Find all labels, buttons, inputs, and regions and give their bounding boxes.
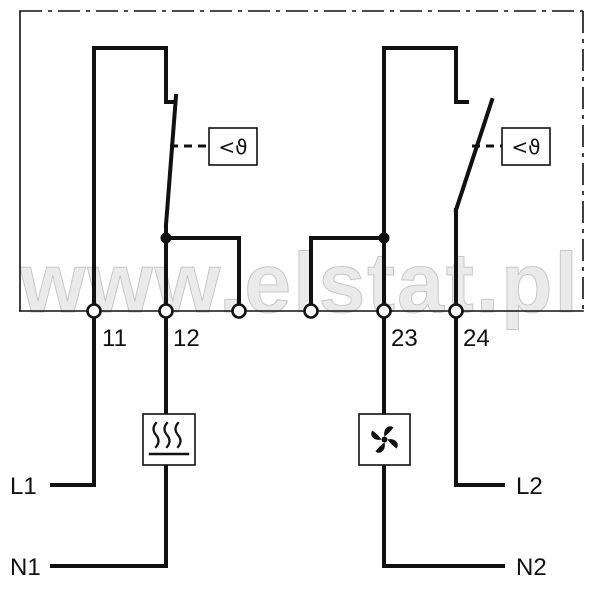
line-label-n1: N1 — [10, 554, 41, 581]
right-supply-wire — [382, 46, 469, 313]
heater-icon — [148, 421, 190, 456]
terminal-unlabeled-left — [231, 303, 247, 319]
left-junction-dot — [160, 232, 172, 244]
fan-neutral-wire — [382, 463, 505, 568]
left-thermo-sensor-symbol: <ϑ — [218, 135, 247, 159]
middle-bridge-wire — [309, 236, 386, 313]
terminal-23 — [376, 303, 392, 319]
terminal-row — [86, 303, 464, 319]
terminal-label-11: 11 — [102, 325, 127, 352]
terminal-24 — [448, 303, 464, 319]
line-label-l1: L1 — [10, 473, 37, 500]
terminal-12 — [158, 303, 174, 319]
line-label-l2: L2 — [516, 473, 543, 500]
left-bridge-wire — [164, 236, 241, 313]
fan-icon — [371, 426, 398, 453]
right-contact-blade — [453, 97, 495, 213]
heater-box — [142, 413, 196, 466]
terminal-label-12: 12 — [173, 325, 200, 352]
heater-load — [142, 413, 196, 466]
watermark-text: www.elstat.pl — [19, 236, 580, 330]
left-thermo-sensor-box — [208, 127, 258, 166]
terminal-label-23: 23 — [391, 325, 418, 352]
terminal-11 — [86, 303, 102, 319]
terminal-label-24: 24 — [463, 325, 490, 352]
right-l2-wire — [454, 208, 505, 487]
right-thermo-sensor-symbol: <ϑ — [511, 135, 540, 159]
left-contact-blade — [163, 93, 179, 228]
right-channel: <ϑ — [378, 46, 551, 568]
device-enclosure — [19, 10, 584, 312]
right-junction-dot — [378, 232, 390, 244]
heater-neutral-wire — [50, 463, 168, 568]
terminal-unlabeled-right — [303, 303, 319, 319]
line-label-n2: N2 — [516, 554, 547, 581]
left-supply-wire — [50, 46, 176, 487]
fan-load — [358, 413, 411, 466]
right-thermo-sensor-box — [501, 127, 551, 166]
left-channel: <ϑ — [50, 46, 258, 568]
